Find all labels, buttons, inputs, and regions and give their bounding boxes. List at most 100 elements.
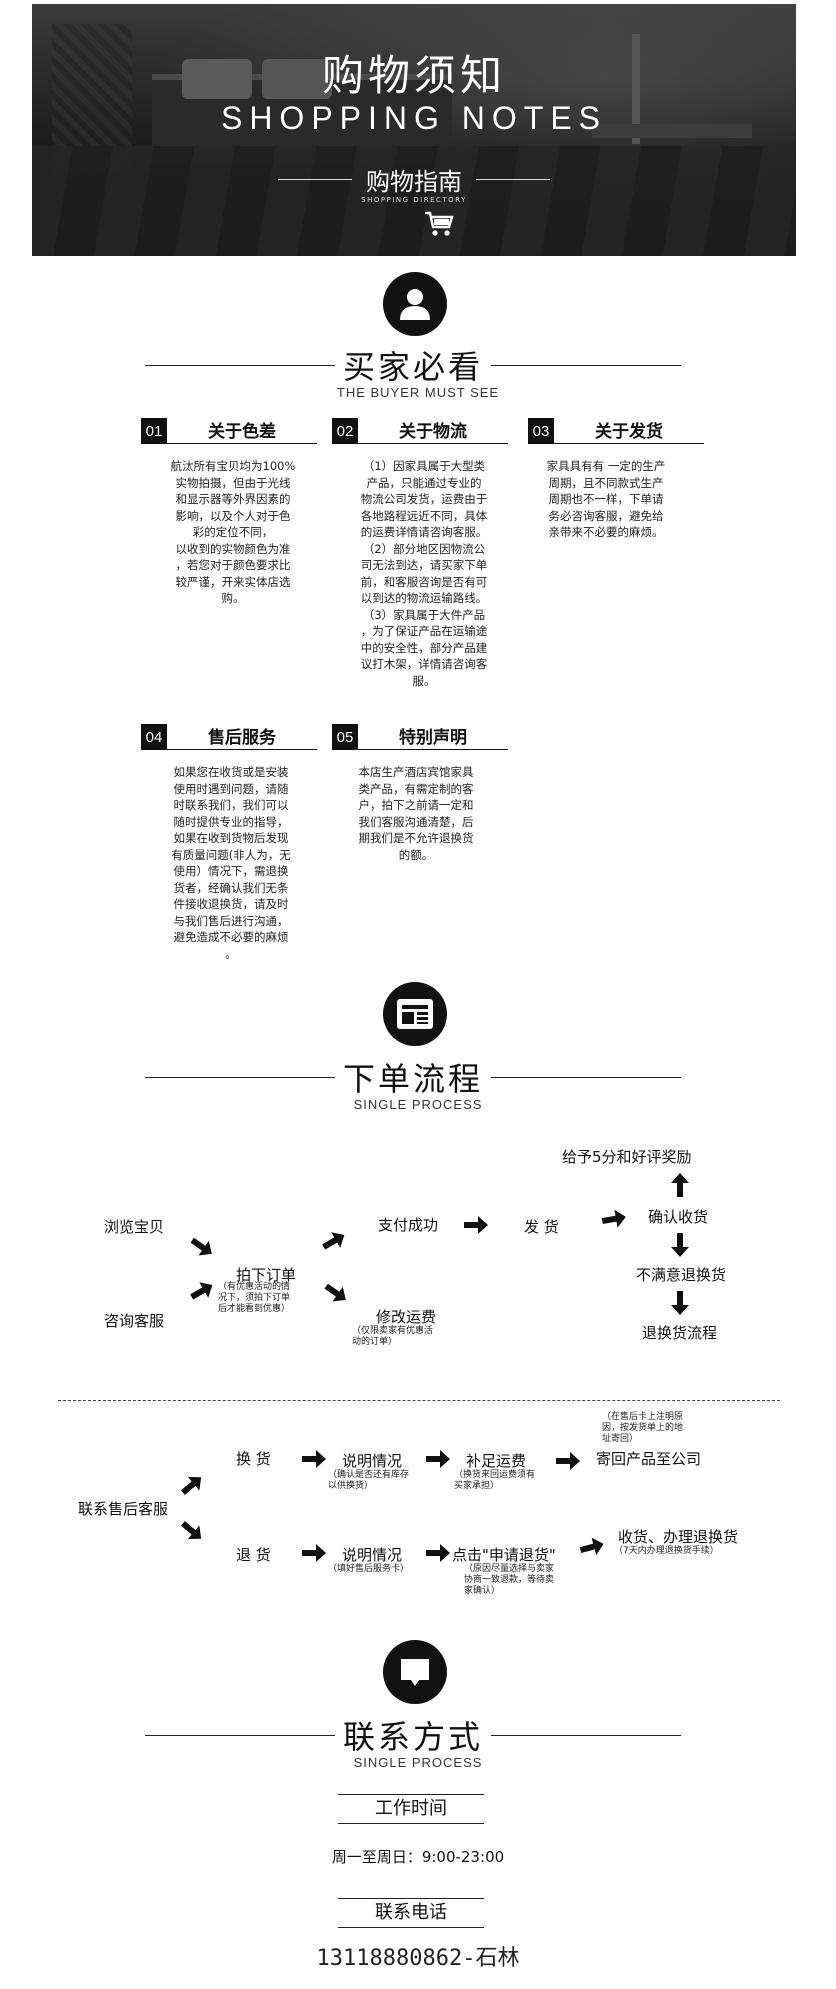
flow-explain-refund-note: （填好售后服务卡） (328, 1564, 410, 1574)
flow-modify-freight: 修改运费 (376, 1308, 437, 1326)
arrow-icon (426, 1450, 450, 1468)
note-title: 特别声明 (358, 728, 508, 750)
guide-row: 购物指南 (32, 162, 796, 197)
working-hours: 周一至周日：9:00-23:00 (331, 1848, 505, 1866)
note-number: 05 (332, 724, 358, 750)
flow-exchange: 换 货 (236, 1450, 271, 1468)
phone-number: 13118880862-石林 (316, 1946, 520, 1971)
floor-decoration (32, 146, 796, 256)
flow-unsatisfied: 不满意退换货 (636, 1266, 727, 1284)
pillow-decoration (182, 59, 252, 99)
flow-contact-after-sales: 联系售后客服 (78, 1500, 169, 1518)
arrow-down-icon (671, 1233, 689, 1257)
note-body: （1）因家具属于大型类 产品，只能通过专业的 物流公司发货，运费由于 各地路程远… (360, 459, 488, 688)
flow-send-back-note: （在售后卡上注明原 因，按发货单上的地 址寄回） (602, 1412, 684, 1444)
banner-title-en: SHOPPING NOTES (220, 100, 608, 136)
user-icon (383, 272, 447, 336)
pillow-decoration (262, 59, 332, 99)
divider (145, 1734, 335, 1736)
flow-explain-exchange: 说明情况 (342, 1452, 403, 1470)
arrow-icon (601, 1209, 626, 1228)
arrow-icon (426, 1544, 450, 1562)
flow-send-back: 寄回产品至公司 (596, 1450, 702, 1468)
guide-subtitle: SHOPPING DIRECTORY (361, 196, 467, 204)
flow-place-order: 拍下订单 (236, 1266, 297, 1284)
arrow-icon (180, 1520, 202, 1540)
flow-receive-process-note: （7天内办理退换货手续） (614, 1546, 719, 1556)
arrow-icon (556, 1452, 580, 1470)
flow-apply-refund-note: （原因尽量选择与卖家 协商一致退款，等待卖 家确认） (464, 1564, 555, 1596)
arrow-icon (302, 1450, 326, 1468)
note-number: 04 (141, 724, 167, 750)
note-body: 家具具有有 一定的生产 周期，且不同款式生产 周期也不一样，下单请 务必咨询客服… (546, 459, 666, 539)
arrow-icon (464, 1216, 488, 1234)
divider (145, 1076, 335, 1078)
arrow-icon (190, 1282, 213, 1300)
flow-explain-refund: 说明情况 (342, 1546, 403, 1564)
note-title: 售后服务 (167, 728, 317, 750)
divider (145, 364, 335, 366)
flow-ship: 发 货 (524, 1218, 559, 1236)
note-body: 如果您在收货或是安装 使用时遇到问题，请随 时联系我们，我们可以 随时提供专业的… (171, 765, 291, 961)
divider (476, 179, 550, 180)
phone-label: 联系电话 (338, 1898, 484, 1928)
flow-apply-refund: 点击"申请退货" (452, 1546, 556, 1564)
flow-pay-freight: 补足运费 (466, 1452, 527, 1470)
divider (278, 179, 352, 180)
note-title: 关于发货 (554, 422, 704, 444)
chat-bubble-icon (383, 1640, 447, 1704)
flow-reward: 给予5分和好评奖励 (562, 1148, 692, 1166)
flow-explain-exchange-note: （确认是否还有库存 以供换货） (328, 1470, 410, 1491)
order-title: 下单流程 (343, 1060, 484, 1098)
note-body: 本店生产酒店宾馆家具 类产品，有需定制的客 户，拍下之前请一定和 我们客服沟通清… (358, 765, 474, 862)
arrow-icon (322, 1232, 345, 1250)
note-number: 01 (141, 418, 167, 444)
buyer-subtitle: THE BUYER MUST SEE (336, 385, 500, 400)
flow-refund: 退 货 (236, 1546, 271, 1564)
arrow-icon (180, 1476, 202, 1496)
divider (491, 1734, 682, 1736)
newspaper-icon (383, 982, 447, 1046)
order-subtitle: SINGLE PROCESS (353, 1097, 483, 1112)
guide-title: 购物指南 (366, 168, 462, 196)
dashed-divider (58, 1400, 780, 1401)
contact-title: 联系方式 (343, 1718, 484, 1756)
contact-title-row: 联系方式 (145, 1712, 682, 1758)
banner-title-cn: 购物须知 (321, 51, 506, 100)
flow-modify-freight-note: （仅限卖家有优惠活 动的订单） (352, 1326, 434, 1347)
contact-subtitle: SINGLE PROCESS (353, 1755, 483, 1770)
arrow-icon (324, 1283, 346, 1302)
flow-consult: 咨询客服 (104, 1312, 165, 1330)
flow-browse: 浏览宝贝 (104, 1218, 165, 1236)
flow-receive-process: 收货、办理退换货 (618, 1528, 739, 1546)
arrow-icon (579, 1537, 604, 1556)
order-title-row: 下单流程 (145, 1054, 682, 1100)
note-title: 关于物流 (358, 422, 508, 444)
note-number: 02 (332, 418, 358, 444)
buyer-title: 买家必看 (343, 348, 484, 386)
divider (491, 1076, 682, 1078)
flow-return-process: 退换货流程 (642, 1324, 718, 1342)
flow-pay-freight-note: （换货来回运费须有 买家承担） (454, 1470, 536, 1491)
arrow-up-icon (671, 1173, 689, 1197)
note-body: 航汰所有宝贝均为100% 实物拍摄，但由于光线 和显示器等外界因素的 影响，以及… (170, 459, 296, 605)
working-hours-label: 工作时间 (338, 1794, 484, 1824)
flow-confirm-receipt: 确认收货 (648, 1208, 709, 1226)
hero-banner: 购物须知 SHOPPING NOTES 购物指南 SHOPPING DIRECT… (32, 4, 796, 256)
arrow-icon (190, 1237, 212, 1256)
note-number: 03 (528, 418, 554, 444)
divider (491, 364, 682, 366)
flow-pay-success: 支付成功 (378, 1216, 439, 1234)
flow-place-order-note: （有优惠活动的情 况下，须拍下订单 后才能看到优惠） (218, 1282, 291, 1314)
note-title: 关于色差 (167, 422, 317, 444)
lamp-decoration (632, 34, 640, 144)
arrow-down-icon (671, 1291, 689, 1315)
shopping-cart-icon (425, 211, 454, 236)
buyer-title-row: 买家必看 (145, 342, 682, 388)
arrow-icon (302, 1544, 326, 1562)
